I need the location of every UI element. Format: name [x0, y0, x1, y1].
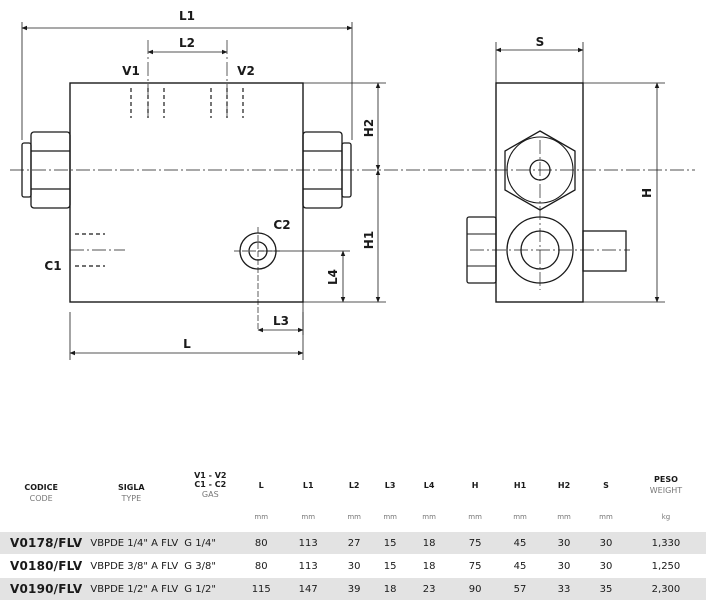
- cell-h1: 57: [513, 583, 527, 595]
- col-l2: L2: [348, 480, 360, 490]
- side-dimensions: [495, 42, 665, 303]
- label-h1: H1: [362, 231, 376, 249]
- unit-weight: kg: [661, 513, 671, 522]
- unit-l3: mm: [383, 513, 397, 522]
- cell-h: 75: [468, 537, 482, 549]
- cell-code: V0180/FLV: [10, 559, 83, 573]
- cell-s: 30: [599, 560, 613, 572]
- unit-h: mm: [468, 513, 482, 522]
- label-v1: V1: [122, 64, 140, 78]
- label-l3: L3: [273, 314, 289, 328]
- label-c1: C1: [44, 259, 61, 273]
- cell-weight: 1,330: [651, 537, 681, 549]
- cell-l3: 18: [383, 583, 397, 595]
- cell-h2: 30: [557, 537, 571, 549]
- valve-body-front: [69, 82, 304, 303]
- unit-l1: mm: [301, 513, 316, 522]
- label-l1: L1: [179, 9, 195, 23]
- cell-gas: G 1/4": [184, 537, 216, 549]
- cell-gas: G 3/8": [184, 560, 216, 572]
- table-row: V0178/FLV VBPDE 1/4" A FLV G 1/4" 80 113…: [0, 532, 706, 555]
- unit-h1: mm: [513, 513, 527, 522]
- unit-l4: mm: [422, 513, 436, 522]
- cell-l4: 18: [422, 537, 436, 549]
- cell-l: 80: [254, 537, 268, 549]
- cell-l: 115: [251, 583, 271, 595]
- technical-drawing: L1 L2 V1 V2 H2 H1 C1 C2 L4 L3 L: [10, 9, 695, 360]
- col-s: S: [603, 480, 609, 490]
- side-dimension-labels: S H: [536, 35, 654, 198]
- unit-s: mm: [599, 513, 613, 522]
- label-h: H: [640, 188, 654, 198]
- cell-s: 30: [599, 537, 613, 549]
- valve-body-side: [495, 82, 584, 303]
- cell-l: 80: [254, 560, 268, 572]
- cell-h1: 45: [513, 560, 527, 572]
- label-v2: V2: [237, 64, 255, 78]
- col-h1: H1: [513, 480, 527, 490]
- cell-gas: G 1/2": [184, 583, 216, 595]
- table-units-row: mm mm mm mm mm mm mm mm mm kg: [0, 504, 706, 532]
- cell-l4: 18: [422, 560, 436, 572]
- col-h: H: [471, 480, 479, 490]
- col-l1: L1: [302, 480, 314, 490]
- front-dimension-labels: L1 L2 V1 V2 H2 H1 C1 C2 L4 L3 L: [44, 9, 376, 351]
- label-l: L: [183, 337, 191, 351]
- cell-h: 90: [468, 583, 482, 595]
- cell-l1: 113: [298, 537, 318, 549]
- col-l: L: [258, 480, 264, 490]
- cell-h1: 45: [513, 537, 527, 549]
- col-h2: H2: [557, 480, 571, 490]
- cell-s: 35: [599, 583, 613, 595]
- label-s: S: [536, 35, 545, 49]
- front-view: [10, 40, 695, 330]
- col-l3: L3: [384, 480, 396, 490]
- cell-type: VBPDE 1/4" A FLV: [90, 537, 179, 549]
- label-h2: H2: [362, 119, 376, 137]
- cell-l2: 27: [347, 537, 361, 549]
- cell-h2: 33: [557, 583, 571, 595]
- cell-l3: 15: [383, 560, 397, 572]
- cell-type: VBPDE 3/8" A FLV: [90, 560, 179, 572]
- label-c2: C2: [273, 218, 290, 232]
- unit-h2: mm: [557, 513, 571, 522]
- side-view: [466, 82, 630, 303]
- cell-h2: 30: [557, 560, 571, 572]
- col-l4: L4: [423, 480, 435, 490]
- cell-l1: 147: [298, 583, 318, 595]
- cell-h: 75: [468, 560, 482, 572]
- cell-code: V0178/FLV: [10, 536, 83, 550]
- cell-l1: 113: [298, 560, 318, 572]
- unit-l: mm: [254, 513, 269, 522]
- cell-l2: 30: [347, 560, 361, 572]
- table-row: V0190/FLV VBPDE 1/2" A FLV G 1/2" 115 14…: [0, 577, 706, 601]
- cell-l3: 15: [383, 537, 397, 549]
- unit-l2: mm: [347, 513, 361, 522]
- label-l4: L4: [326, 269, 340, 285]
- front-dimensions: [21, 22, 386, 360]
- label-l2: L2: [179, 36, 195, 50]
- cell-code: V0190/FLV: [10, 582, 83, 596]
- table-row: V0180/FLV VBPDE 3/8" A FLV G 3/8" 80 113…: [0, 555, 706, 578]
- cell-l4: 23: [422, 583, 436, 595]
- cell-l2: 39: [347, 583, 361, 595]
- cell-weight: 1,250: [651, 560, 681, 572]
- cell-type: VBPDE 1/2" A FLV: [90, 583, 179, 595]
- cell-weight: 2,300: [651, 583, 681, 595]
